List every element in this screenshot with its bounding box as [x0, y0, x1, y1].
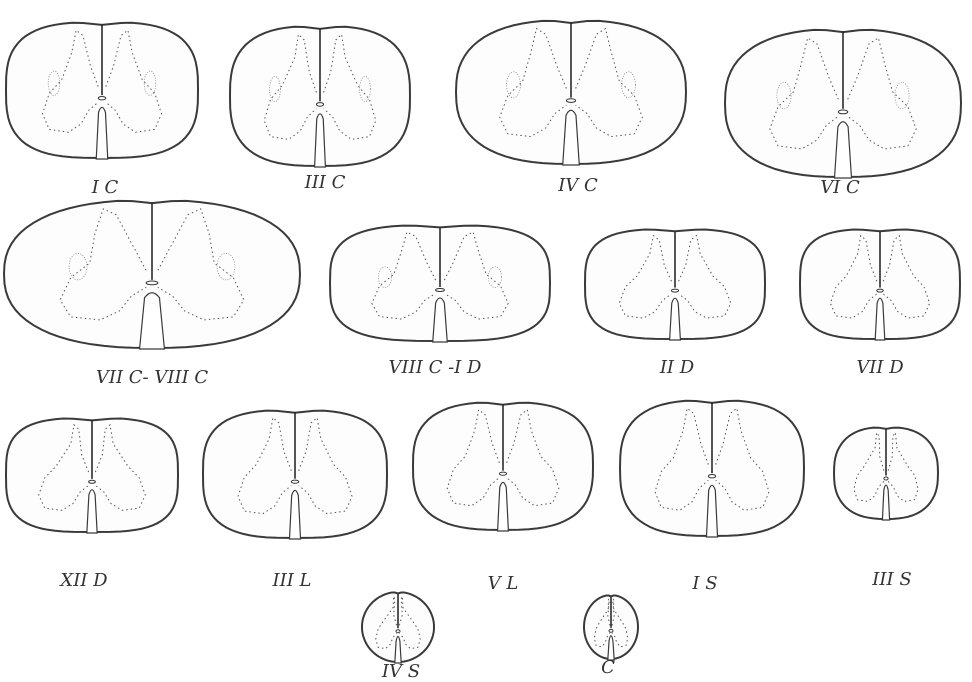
section-label-7c8c: VII C- VIII C	[96, 367, 209, 388]
ventral-median-fissure	[882, 485, 889, 520]
ventral-median-fissure	[395, 636, 401, 663]
central-canal	[884, 477, 888, 480]
central-canal	[146, 281, 158, 285]
section-co: C	[584, 596, 638, 679]
central-canal	[708, 475, 715, 478]
section-3s: III S	[834, 428, 938, 590]
section-5l: V L	[413, 403, 593, 594]
ventral-median-fissure	[289, 490, 300, 539]
section-4s: IV S	[362, 593, 434, 682]
section-1c: I C	[6, 23, 198, 198]
central-canal	[89, 480, 96, 483]
section-12d: XII D	[6, 419, 178, 592]
central-canal	[396, 630, 400, 633]
section-3l: III L	[203, 411, 387, 591]
section-label-3l: III L	[271, 570, 311, 591]
section-8c1d: VIII C -I D	[330, 226, 550, 378]
section-1s: I S	[620, 401, 804, 594]
section-6c: VI C	[725, 30, 961, 198]
central-canal	[838, 110, 847, 114]
central-canal	[98, 97, 106, 100]
central-canal	[671, 289, 678, 292]
ventral-median-fissure	[706, 485, 717, 537]
ventral-median-fissure	[96, 107, 108, 159]
section-label-3s: III S	[871, 569, 911, 590]
central-canal	[566, 99, 575, 103]
section-label-2d: II D	[659, 357, 695, 378]
central-canal	[877, 289, 883, 292]
ventral-median-fissure	[670, 298, 681, 340]
section-7c8c: VII C- VIII C	[4, 201, 300, 388]
section-label-1s: I S	[691, 573, 717, 594]
central-canal	[291, 480, 298, 483]
section-7d: VII D	[800, 230, 960, 379]
section-label-8c1d: VIII C -I D	[389, 357, 482, 378]
section-label-3c: III C	[304, 172, 346, 193]
section-label-1c: I C	[91, 177, 119, 198]
section-3c: III C	[230, 27, 410, 193]
section-label-12d: XII D	[58, 570, 108, 591]
central-canal	[499, 472, 506, 475]
central-canal	[316, 103, 323, 107]
central-canal	[436, 289, 445, 292]
section-label-4s: IV S	[381, 661, 420, 682]
central-canal	[609, 629, 613, 632]
section-label-5l: V L	[488, 573, 519, 594]
ventral-median-fissure	[315, 114, 326, 167]
section-label-4c: IV C	[557, 175, 598, 196]
section-2d: II D	[585, 230, 765, 379]
section-label-7d: VII D	[856, 357, 904, 378]
section-4c: IV C	[456, 21, 686, 196]
ventral-median-fissure	[87, 490, 97, 533]
ventral-median-fissure	[498, 482, 509, 531]
section-label-co: C	[601, 657, 615, 678]
ventral-median-fissure	[875, 298, 885, 340]
section-label-6c: VI C	[820, 177, 860, 198]
